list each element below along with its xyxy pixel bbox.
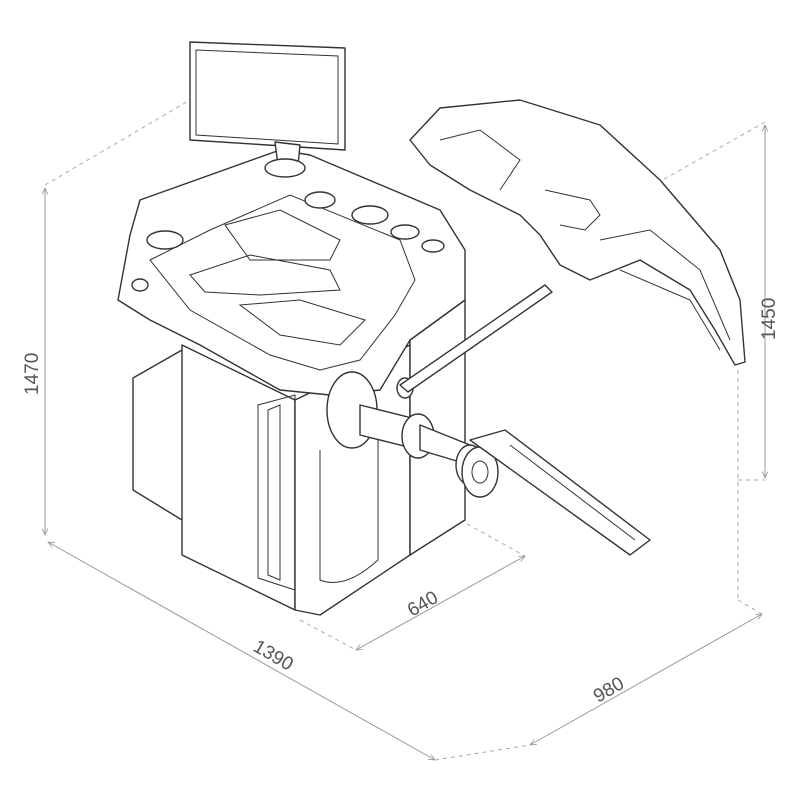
dimension-label-1450: 1450 — [759, 298, 780, 340]
dimension-label-1470: 1470 — [22, 353, 43, 395]
dimension-lines — [45, 99, 765, 760]
dimension-label-1390: 1390 — [250, 636, 297, 675]
dimension-label-980: 980 — [590, 673, 628, 707]
machine-body — [117, 41, 746, 616]
dimension-label-640: 640 — [404, 587, 442, 621]
